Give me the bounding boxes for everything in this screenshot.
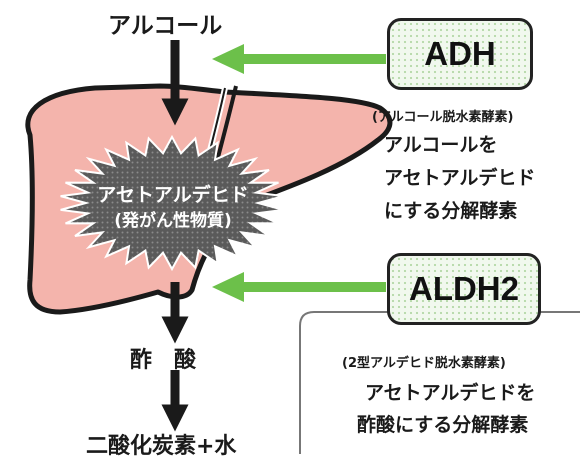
aldh2-panel-border [299, 311, 580, 454]
aldh2-name: ALDH2 [408, 270, 519, 307]
aldh2-box: ALDH2 [387, 253, 541, 325]
aldh2-arrow [212, 272, 386, 302]
adh-box: ADH [387, 18, 533, 90]
adh-desc-line-1: アルコールを [384, 134, 498, 156]
alcohol-label: アルコール [108, 13, 223, 39]
adh-desc-line-2: アセトアルデヒド [384, 167, 536, 189]
adh-name: ADH [424, 35, 496, 72]
aldh2-desc-line-1: アセトアルデヒドを [365, 382, 536, 404]
carcinogen-label: (発がん性物質) [114, 211, 232, 231]
adh-full-name: (アルコール脱水素酵素) [372, 110, 514, 125]
aldh2-full-name: (2型アルデヒド脱水素酵素) [342, 356, 506, 371]
aldh2-desc-line-2: 酢酸にする分解酵素 [357, 414, 529, 436]
acetaldehyde-label: アセトアルデヒド [97, 184, 249, 206]
adh-arrow [212, 44, 386, 74]
acetic-acid-label: 酢 酸 [130, 348, 197, 373]
adh-desc-line-3: にする分解酵素 [384, 200, 518, 222]
acetaldehyde-burst [60, 134, 284, 272]
final-product-label: 二酸化炭素+水 [86, 434, 237, 459]
